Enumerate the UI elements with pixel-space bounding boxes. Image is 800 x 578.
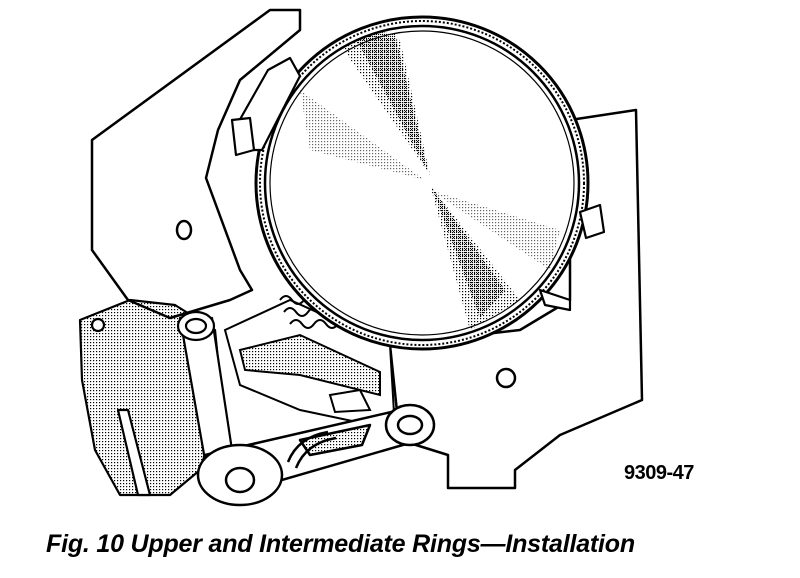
tool-lever-arm [196,403,436,507]
ring-clamp-tabs [230,56,606,312]
piston-head [254,15,590,351]
tool-linkage [78,298,234,497]
figure-id-label: 9309-47 [624,462,694,484]
figure-caption: Fig. 10 Upper and Intermediate Rings—Ins… [46,530,635,558]
